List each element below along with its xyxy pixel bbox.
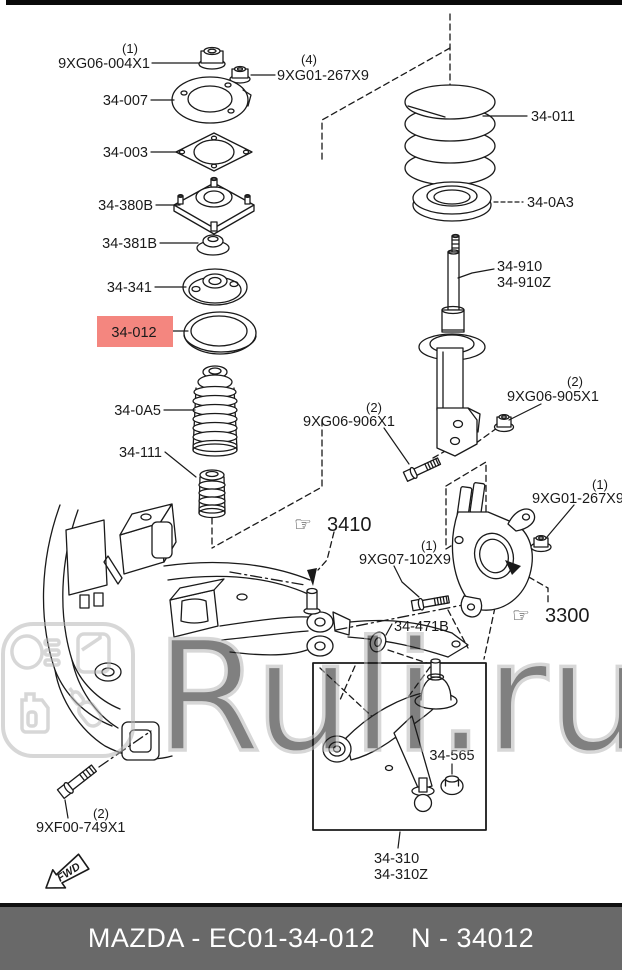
label-34-111[interactable]: 34-111	[119, 445, 162, 461]
label-34-910z[interactable]: 34-910Z	[497, 275, 551, 291]
label-9xg06-905x1[interactable]: 9XG06-905X1	[507, 389, 599, 405]
watermark-text: Ruli.ru	[155, 609, 622, 787]
footer-divider	[0, 903, 622, 907]
mount-nut-drawing	[198, 46, 226, 70]
down-arrow-icon	[307, 568, 317, 586]
label-34-012-selected[interactable]: 34-012	[111, 325, 156, 341]
part-labels: (1) 9XG06-004X1 (4) 9XG01-267X9 34-007 3…	[36, 41, 622, 883]
label-34-007[interactable]: 34-007	[103, 93, 148, 109]
label-34-003[interactable]: 34-003	[103, 145, 148, 161]
label-34-341[interactable]: 34-341	[107, 280, 152, 296]
label-9xg07-102x9[interactable]: 9XG07-102X9	[359, 552, 451, 568]
nut-905x1-drawing	[493, 414, 515, 433]
seat-34-341-drawing	[182, 268, 248, 306]
label-9xg06-004x1[interactable]: 9XG06-004X1	[58, 56, 150, 72]
label-9xf00-749x1[interactable]: 9XF00-749X1	[36, 820, 125, 836]
qty-9xg01-267x9-top: (4)	[301, 52, 317, 67]
qty-9xg06-004x1: (1)	[122, 41, 138, 56]
boot-34-0a5-drawing	[192, 365, 238, 457]
watermark: Ruli.ru	[1, 607, 622, 789]
label-34-910[interactable]: 34-910	[497, 259, 542, 275]
bolt-906x1-drawing	[402, 457, 442, 482]
knuckle-drawing	[451, 482, 536, 618]
pointer-hand-icon: ☞	[512, 605, 530, 627]
subframe-drawing	[42, 503, 469, 761]
qty-9xg06-905x1: (2)	[567, 374, 583, 389]
footer-bar: MAZDA - EC01-34-012 N - 34012	[0, 907, 622, 970]
label-34-0a5[interactable]: 34-0A5	[114, 403, 161, 419]
bearing-34-381b-drawing	[196, 234, 230, 256]
plate-34-003-drawing	[175, 132, 253, 172]
label-34-381b[interactable]: 34-381B	[102, 236, 157, 252]
ring-34-012-drawing	[183, 311, 257, 355]
footer-part-number: N - 34012	[411, 923, 535, 953]
qty-9xf00-749x1: (2)	[93, 806, 109, 821]
qty-9xg01-267x9-knuckle: (1)	[592, 477, 608, 492]
label-9xg01-267x9-knuckle[interactable]: 9XG01-267X9	[532, 491, 622, 507]
label-34-471b[interactable]: 34-471B	[394, 619, 449, 635]
washer-34-471b-drawing	[369, 631, 387, 653]
ruli-logo-icon	[1, 622, 135, 758]
spring-seat-34-0a3-drawing	[412, 181, 492, 222]
bolt-749x1-drawing	[56, 764, 98, 800]
bumpstop-34-111-drawing	[198, 469, 226, 519]
qty-9xg06-906x1: (2)	[366, 400, 382, 415]
footer-brand-part: MAZDA - EC01-34-012	[87, 923, 376, 953]
mount-34-380b-drawing	[173, 176, 255, 235]
qty-9xg07-102x9: (1)	[421, 538, 437, 553]
coil-spring-drawing	[404, 84, 496, 186]
control-arm-drawing	[322, 658, 458, 813]
top-border-strip	[6, 0, 622, 5]
up-left-arrow-icon	[505, 560, 521, 575]
label-34-380b[interactable]: 34-380B	[98, 198, 153, 214]
footer: MAZDA - EC01-34-012 N - 34012	[0, 903, 622, 970]
label-34-011[interactable]: 34-011	[531, 109, 575, 125]
exploded-diagram: (1) 9XG06-004X1 (4) 9XG01-267X9 34-007 3…	[1, 13, 622, 889]
label-ref-3300[interactable]: 3300	[545, 605, 590, 627]
strut-34-910-drawing	[418, 233, 486, 457]
label-9xg01-267x9-top[interactable]: 9XG01-267X9	[277, 68, 369, 84]
label-9xg06-906x1[interactable]: 9XG06-906X1	[303, 414, 395, 430]
selected-part-highlight	[97, 316, 173, 347]
label-ref-3410[interactable]: 3410	[327, 514, 372, 536]
label-34-0a3[interactable]: 34-0A3	[527, 195, 574, 211]
leader-lines	[64, 62, 575, 849]
bushing-34-565-drawing	[440, 775, 464, 796]
pointer-hand-icon: ☞	[294, 514, 312, 536]
label-34-310[interactable]: 34-310	[374, 851, 419, 867]
nut-267x9-knuckle-drawing	[530, 535, 552, 553]
plate-34-007-drawing	[171, 76, 252, 124]
label-34-565[interactable]: 34-565	[429, 748, 474, 764]
fwd-arrow-icon: FWD	[45, 853, 90, 889]
small-nut-drawing	[229, 65, 251, 84]
label-34-310z[interactable]: 34-310Z	[374, 867, 428, 883]
bolt-102x9-drawing	[410, 595, 450, 612]
